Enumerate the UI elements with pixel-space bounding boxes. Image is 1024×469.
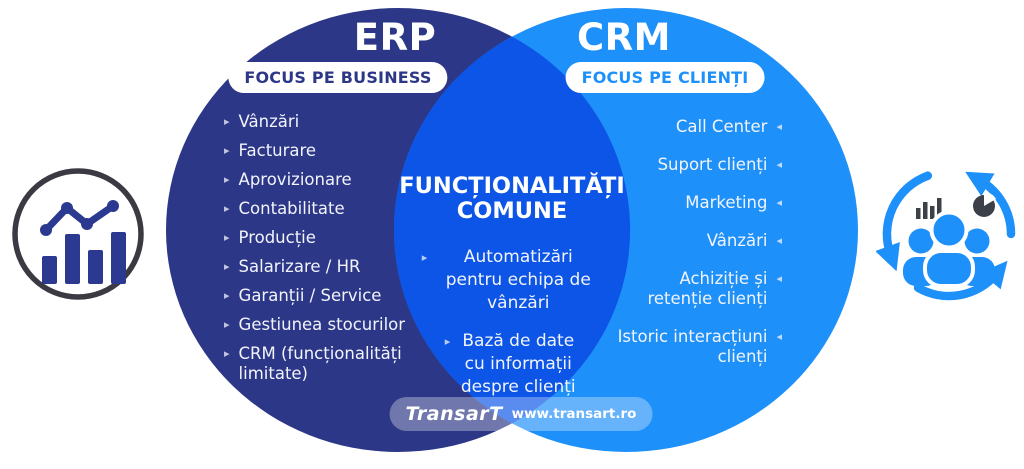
triangle-bullet-icon: ▸ (224, 202, 230, 215)
crm-feature-list: Call Center◂Suport clienți◂Marketing◂Vân… (582, 117, 782, 385)
item-label: Achiziție și retenție clienți (647, 269, 768, 308)
triangle-bullet-icon: ▸ (444, 335, 451, 348)
triangle-bullet-icon: ▸ (224, 144, 230, 157)
erp-feature-item: ▸ Garanții / Service (224, 286, 434, 306)
erp-feature-item: ▸ Aprovizionare (224, 170, 434, 190)
erp-feature-item: ▸ Gestiunea stocurilor (224, 315, 434, 335)
item-label: Aprovizionare (238, 170, 352, 189)
item-label: Bază de date cu informații despre clienț… (460, 331, 576, 397)
item-label: Call Center (675, 117, 768, 136)
crm-feature-item: Vânzări ◂ (582, 231, 782, 251)
erp-title: ERP (353, 16, 437, 59)
item-label: Suport clienți (657, 155, 768, 174)
triangle-bullet-icon: ▸ (224, 347, 230, 360)
item-label: Automatizări pentru echipa de vânzări (445, 247, 591, 313)
erp-feature-item: ▸ CRM (funcționalități limitate) (224, 344, 434, 384)
mini-bar-chart-icon (916, 198, 942, 219)
transart-logo-pill[interactable]: TransarT www.transart.ro (389, 397, 653, 431)
item-label: Istoric interacțiuni clienți (617, 327, 768, 366)
icon-ring (12, 168, 144, 300)
triangle-bullet-icon: ◂ (776, 196, 782, 209)
item-label: Vânzări (706, 231, 768, 250)
triangle-bullet-icon: ◂ (776, 330, 782, 343)
erp-feature-item: ▸ Vânzări (224, 112, 434, 132)
triangle-bullet-icon: ▸ (224, 289, 230, 302)
item-label: Facturare (238, 141, 317, 160)
item-label: Garanții / Service (238, 286, 382, 305)
common-feature-item: ▸ Automatizări pentru echipa de vânzări (392, 246, 632, 315)
overlap-lens (393, 36, 631, 424)
item-label: Salarizare / HR (238, 257, 361, 276)
transart-brand-logo: TransarT (405, 403, 503, 425)
triangle-bullet-icon: ◂ (776, 158, 782, 171)
erp-feature-item: ▸ Contabilitate (224, 199, 434, 219)
common-feature-item: ▸ Bază de date cu informații despre clien… (392, 330, 632, 399)
triangle-bullet-icon: ▸ (224, 231, 230, 244)
crm-feature-item: Achiziție și retenție clienți ◂ (582, 269, 782, 309)
triangle-bullet-icon: ▸ (224, 173, 230, 186)
triangle-bullet-icon: ◂ (776, 234, 782, 247)
crm-feature-item: Istoric interacțiuni clienți ◂ (582, 327, 782, 367)
triangle-bullet-icon: ▸ (224, 115, 230, 128)
transart-website-link[interactable]: www.transart.ro (511, 406, 637, 422)
item-label: CRM (funcționalități limitate) (238, 344, 402, 383)
erp-feature-item: ▸ Producție (224, 228, 434, 248)
triangle-bullet-icon: ▸ (421, 251, 428, 264)
crm-feature-item: Call Center ◂ (582, 117, 782, 137)
erp-feature-item: ▸ Salarizare / HR (224, 257, 434, 277)
people-group-icon (903, 210, 995, 288)
item-label: Marketing (685, 193, 768, 212)
triangle-bullet-icon: ◂ (776, 272, 782, 285)
customer-cycle-icon (876, 171, 1016, 301)
item-label: Gestiunea stocurilor (238, 315, 406, 334)
erp-badge: FOCUS PE BUSINESS (228, 62, 448, 93)
erp-feature-list: ▸ Vânzări ▸ Facturare ▸ Aprovizionare ▸ Contabi… (224, 112, 434, 393)
crm-feature-item: Suport clienți ◂ (582, 155, 782, 175)
common-feature-list: ▸ Automatizări pentru echipa de vânzări ▸ B… (392, 246, 632, 414)
triangle-bullet-icon: ◂ (776, 120, 782, 133)
bar-chart-bars (42, 232, 126, 284)
triangle-bullet-icon: ▸ (224, 318, 230, 331)
item-label: Vânzări (238, 112, 300, 131)
analytics-chart-icon (12, 168, 144, 300)
crm-feature-item: Marketing ◂ (582, 193, 782, 213)
triangle-bullet-icon: ▸ (224, 260, 230, 273)
item-label: Producție (238, 228, 316, 247)
erp-feature-item: ▸ Facturare (224, 141, 434, 161)
crm-title: CRM (577, 16, 671, 59)
item-label: Contabilitate (238, 199, 345, 218)
trend-line (40, 200, 119, 236)
pie-chart-icon (973, 192, 996, 217)
crm-badge: FOCUS PE CLIENȚI (565, 62, 765, 93)
common-title: FUNCȚIONALITĂȚI COMUNE (399, 173, 625, 224)
